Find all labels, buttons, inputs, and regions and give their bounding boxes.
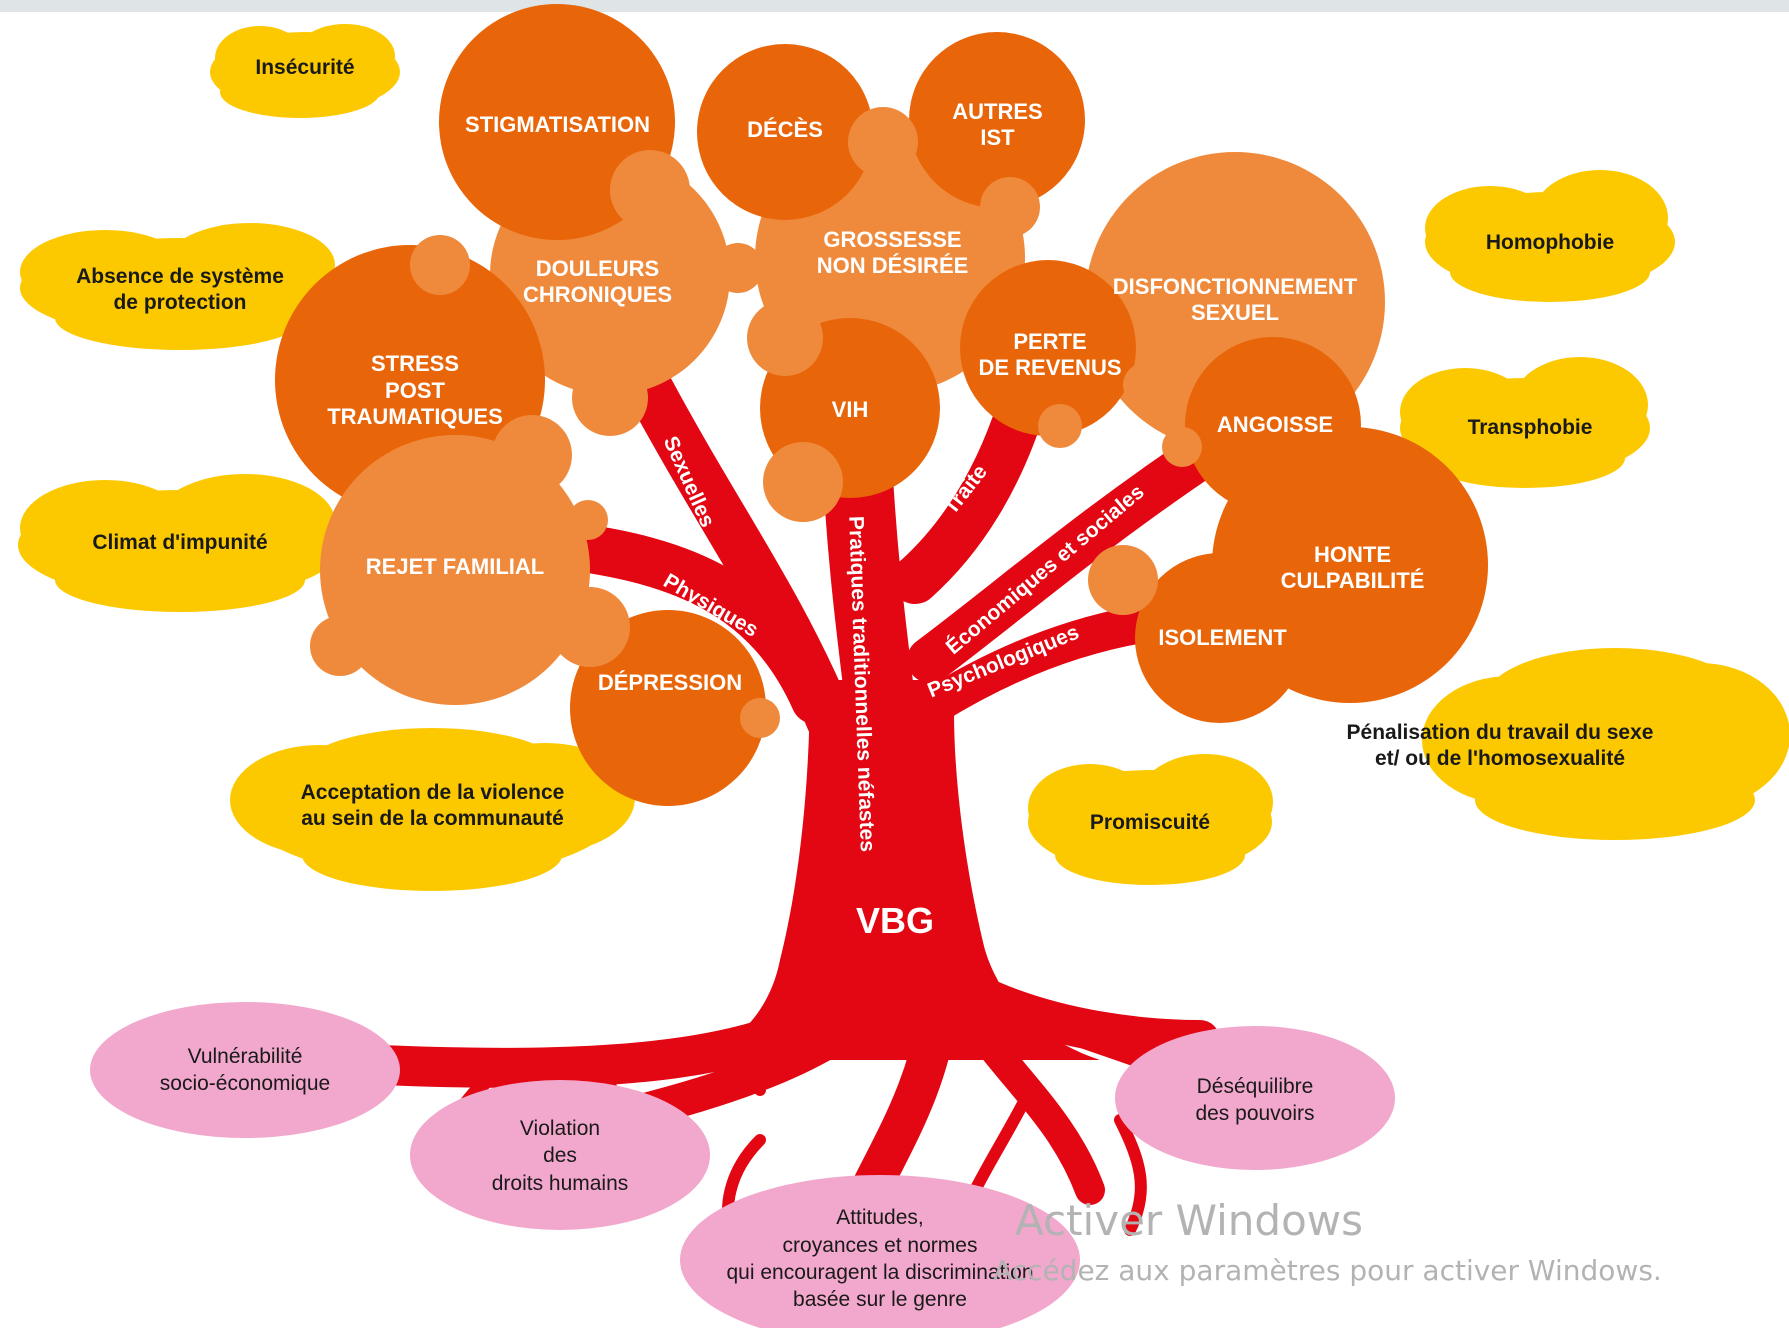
small-bubble — [310, 616, 370, 676]
small-bubble — [568, 500, 608, 540]
cloud-insecurite — [210, 24, 400, 118]
cloud-puff — [55, 286, 305, 350]
small-bubble — [550, 587, 630, 667]
branch-physiques — [536, 521, 839, 724]
cloud-promiscuite — [1028, 754, 1273, 885]
cloud-transphobie — [1400, 357, 1650, 488]
bubble-angoisse — [1185, 337, 1361, 513]
cloud-acceptation — [230, 728, 635, 891]
small-bubble — [572, 360, 648, 436]
cloud-puff — [155, 474, 335, 570]
small-bubble — [410, 235, 470, 295]
small-bubble — [1123, 363, 1167, 407]
trunk — [700, 680, 1100, 1060]
cloud-puff — [302, 819, 562, 891]
small-bubble — [1088, 545, 1158, 615]
root-oval-desequilibre — [1115, 1026, 1395, 1170]
cloud-absence — [20, 223, 340, 350]
bubble-deces — [697, 44, 873, 220]
small-bubble — [1162, 427, 1202, 467]
cloud-puff — [302, 728, 562, 812]
bubble-autres-ist — [909, 32, 1085, 208]
cloud-puff — [220, 66, 380, 118]
cloud-penalisation — [1422, 648, 1789, 840]
cloud-puff — [1450, 242, 1650, 302]
root-tendril — [964, 1084, 1036, 1206]
top-bar — [0, 0, 1789, 12]
cloud-puff — [1425, 428, 1625, 488]
branch-economiques — [907, 427, 1233, 683]
small-bubble — [492, 415, 572, 495]
bubble-perte — [960, 260, 1136, 436]
watermark-subtitle: Accédez aux paramètres pour activer Wind… — [993, 1254, 1662, 1287]
bubble-rejet — [320, 435, 590, 705]
root-oval-vulnerabilite — [90, 1002, 400, 1138]
cloud-puff — [1055, 825, 1245, 885]
bubble-isolement — [1135, 553, 1305, 723]
root-oval-violation — [410, 1080, 710, 1230]
cloud-puff — [1475, 760, 1755, 840]
cloud-puff — [55, 548, 305, 612]
cloud-impunite — [18, 474, 342, 612]
cloud-puff — [1485, 648, 1745, 752]
cloud-puff — [1532, 170, 1668, 266]
small-bubble — [747, 300, 823, 376]
small-bubble — [610, 150, 690, 230]
bubble-depression — [570, 610, 766, 806]
small-bubble — [763, 442, 843, 522]
small-bubble — [848, 107, 918, 177]
small-bubble — [740, 698, 780, 738]
root-tendril — [1114, 1114, 1147, 1236]
small-bubble — [980, 177, 1040, 237]
cloud-puff — [165, 223, 335, 307]
watermark-title: Activer Windows — [1015, 1196, 1364, 1245]
root-oval-attitudes — [680, 1175, 1080, 1328]
cloud-homophobie — [1425, 170, 1675, 302]
small-bubble — [713, 243, 763, 293]
small-bubble — [1038, 404, 1082, 448]
